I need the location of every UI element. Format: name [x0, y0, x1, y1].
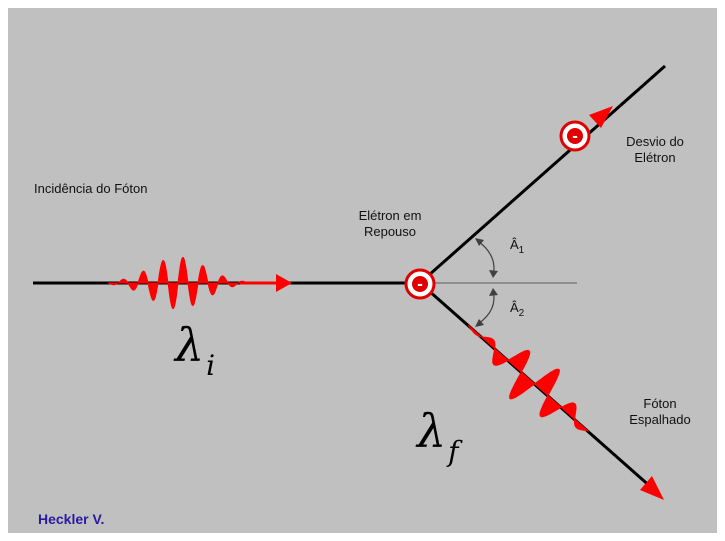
- angle1-letter: Â: [510, 237, 519, 252]
- lambda-final-label: λf: [417, 404, 459, 468]
- deflected-electron: -: [559, 120, 591, 152]
- scattered-photon-label-line2: Espalhado: [629, 412, 691, 427]
- lambda-final-subscript: f: [448, 435, 459, 468]
- lambda-initial-label: λi: [175, 318, 215, 382]
- lambda-final-symbol: λ: [417, 404, 447, 458]
- angle1-index: 1: [518, 245, 525, 256]
- electron-deflection-path: [419, 64, 666, 285]
- electron-at-rest-sign: -: [417, 277, 423, 293]
- angle1-arrow-tail: [475, 238, 484, 246]
- lambda-initial-subscript: i: [206, 349, 216, 382]
- incident-wave-packet: [107, 257, 249, 309]
- electron-deflection-label: Desvio do Elétron: [605, 134, 705, 166]
- angle2-letter: Â: [510, 300, 519, 315]
- incidence-label: Incidência do Fóton: [34, 181, 148, 196]
- scattered-photon-label: Fóton Espalhado: [605, 396, 715, 428]
- author-credit: Heckler V.: [38, 511, 105, 527]
- angle1-label: Â1: [510, 237, 524, 256]
- deflected-electron-sign: -: [572, 129, 578, 145]
- compton-scattering-diagram: - -: [33, 64, 666, 500]
- angle2-label: Â2: [510, 300, 524, 319]
- angle2-arrow-head: [489, 288, 498, 296]
- angle2-index: 2: [518, 308, 525, 319]
- electron-rest-label: Elétron em Repouso: [330, 208, 450, 240]
- electron-deflection-label-line2: Elétron: [634, 150, 676, 165]
- angle2-arrow-tail: [475, 319, 484, 327]
- scattered-wave-packet: [467, 324, 590, 432]
- lambda-initial-symbol: λ: [175, 318, 205, 372]
- angle1-arrow-head: [489, 270, 498, 278]
- electron-rest-label-line1: Elétron em: [358, 208, 422, 223]
- diagram-panel: - -: [8, 8, 717, 533]
- electron-rest-label-line2: Repouso: [363, 224, 417, 239]
- scattered-arrow-head: [640, 476, 664, 500]
- electron-arrow-head: [589, 106, 613, 128]
- scattered-photon-label-line1: Fóton: [643, 396, 677, 411]
- incident-arrow-head: [276, 274, 292, 292]
- electron-at-rest: -: [404, 268, 436, 300]
- electron-deflection-label-line1: Desvio do: [626, 134, 684, 149]
